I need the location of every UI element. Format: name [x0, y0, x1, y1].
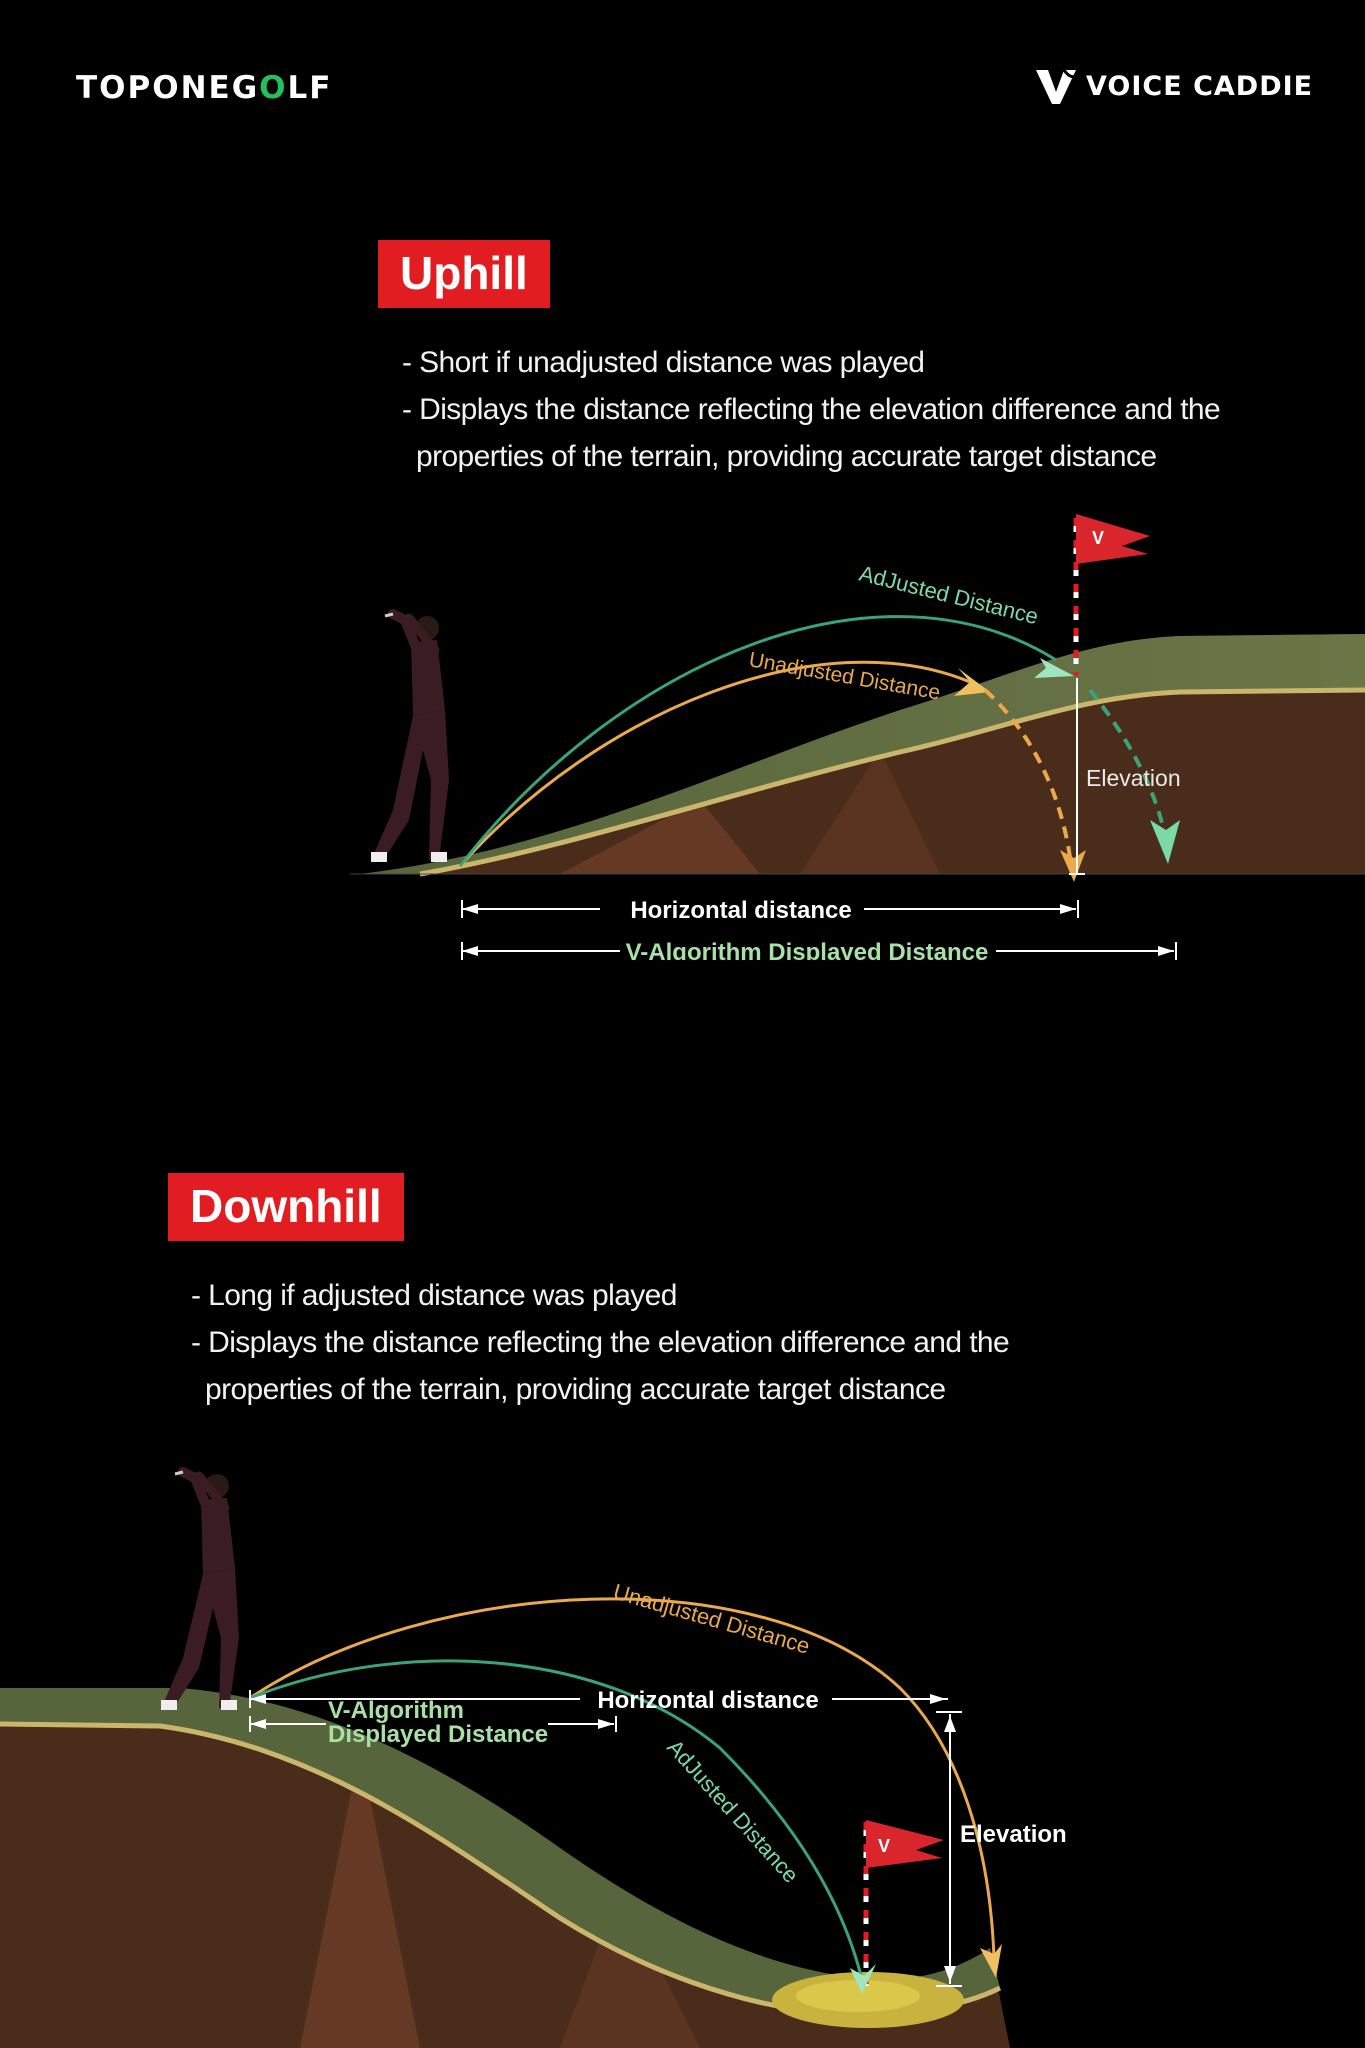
uphill-unadjusted-arrowhead [954, 668, 990, 696]
brand-left-text-2: LF [287, 70, 333, 106]
uphill-diagram: V AdJusted Distance Unadjusted Distance … [350, 514, 1365, 960]
uphill-unadjusted-drop [983, 688, 1074, 875]
uphill-adjusted-arrowhead [1034, 658, 1074, 678]
downhill-desc-line-3: properties of the terrain, providing acc… [205, 1373, 946, 1406]
downhill-flag-icon: V [863, 1820, 944, 1986]
downhill-unadjusted-label: Unadjusted Distance [611, 1579, 813, 1659]
uphill-horizontal-label: Horizontal distance [630, 897, 851, 924]
uphill-desc-line-1: - Short if unadjusted distance was playe… [402, 346, 925, 379]
downhill-valgo-label-1: V-Algorithm [328, 1697, 464, 1724]
uphill-flag-icon: V [1073, 514, 1150, 676]
voice-caddie-v-icon [1036, 69, 1078, 104]
downhill-horizontal-distance-arrow [249, 1690, 948, 1708]
svg-text:V: V [1092, 528, 1104, 548]
brand-left-o: O [259, 70, 288, 106]
voice-caddie-logo: VOICE CADDIE [1034, 66, 1313, 106]
toponegolf-logo: TOPONEGOLF [76, 70, 332, 106]
downhill-unadjusted-trajectory [249, 1597, 996, 1959]
uphill-adjusted-trajectory [458, 615, 1057, 867]
downhill-terrain [0, 1688, 1010, 2048]
uphill-elevation-label: Elevation [1086, 765, 1181, 791]
uphill-unadjusted-trajectory [458, 660, 971, 868]
voice-caddie-text: VOICE CADDIE [1086, 70, 1314, 102]
downhill-valgo-label-2: Displayed Distance [328, 1721, 548, 1748]
uphill-desc-line-2: - Displays the distance reflecting the e… [402, 393, 1221, 426]
uphill-desc-line-3: properties of the terrain, providing acc… [416, 440, 1157, 473]
brand-left-text-1: TOPONEG [76, 70, 260, 106]
downhill-diagram: V Unadjusted Distance AdJusted Distance … [0, 1467, 1067, 2048]
downhill-elevation-arrow [936, 1711, 962, 1987]
downhill-elevation-label: Elevation [960, 1821, 1067, 1848]
uphill-valgo-label: V-Algorithm Displayed Distance [626, 939, 989, 960]
downhill-horizontal-label: Horizontal distance [597, 1687, 818, 1714]
uphill-badge: Uphill [378, 240, 550, 308]
uphill-horizontal-distance-arrow [461, 900, 1079, 918]
downhill-desc-line-1: - Long if adjusted distance was played [191, 1279, 677, 1312]
downhill-valgo-distance-arrow [249, 1716, 617, 1732]
downhill-description: - Long if adjusted distance was played -… [191, 1272, 1010, 1413]
downhill-adjusted-trajectory [249, 1659, 866, 1989]
uphill-description: - Short if unadjusted distance was playe… [402, 339, 1221, 480]
uphill-golfer-figure [371, 609, 449, 862]
uphill-terrain [350, 634, 1365, 877]
downhill-badge: Downhill [168, 1173, 404, 1241]
downhill-golfer-figure [161, 1467, 239, 1710]
uphill-valgo-distance-arrow [461, 942, 1177, 960]
downhill-adjusted-label: AdJusted Distance [662, 1735, 803, 1888]
downhill-desc-line-2: - Displays the distance reflecting the e… [191, 1326, 1010, 1359]
uphill-unadjusted-label: Unadjusted Distance [747, 648, 942, 704]
uphill-adjusted-drop [1088, 688, 1168, 841]
svg-text:V: V [878, 1836, 890, 1856]
